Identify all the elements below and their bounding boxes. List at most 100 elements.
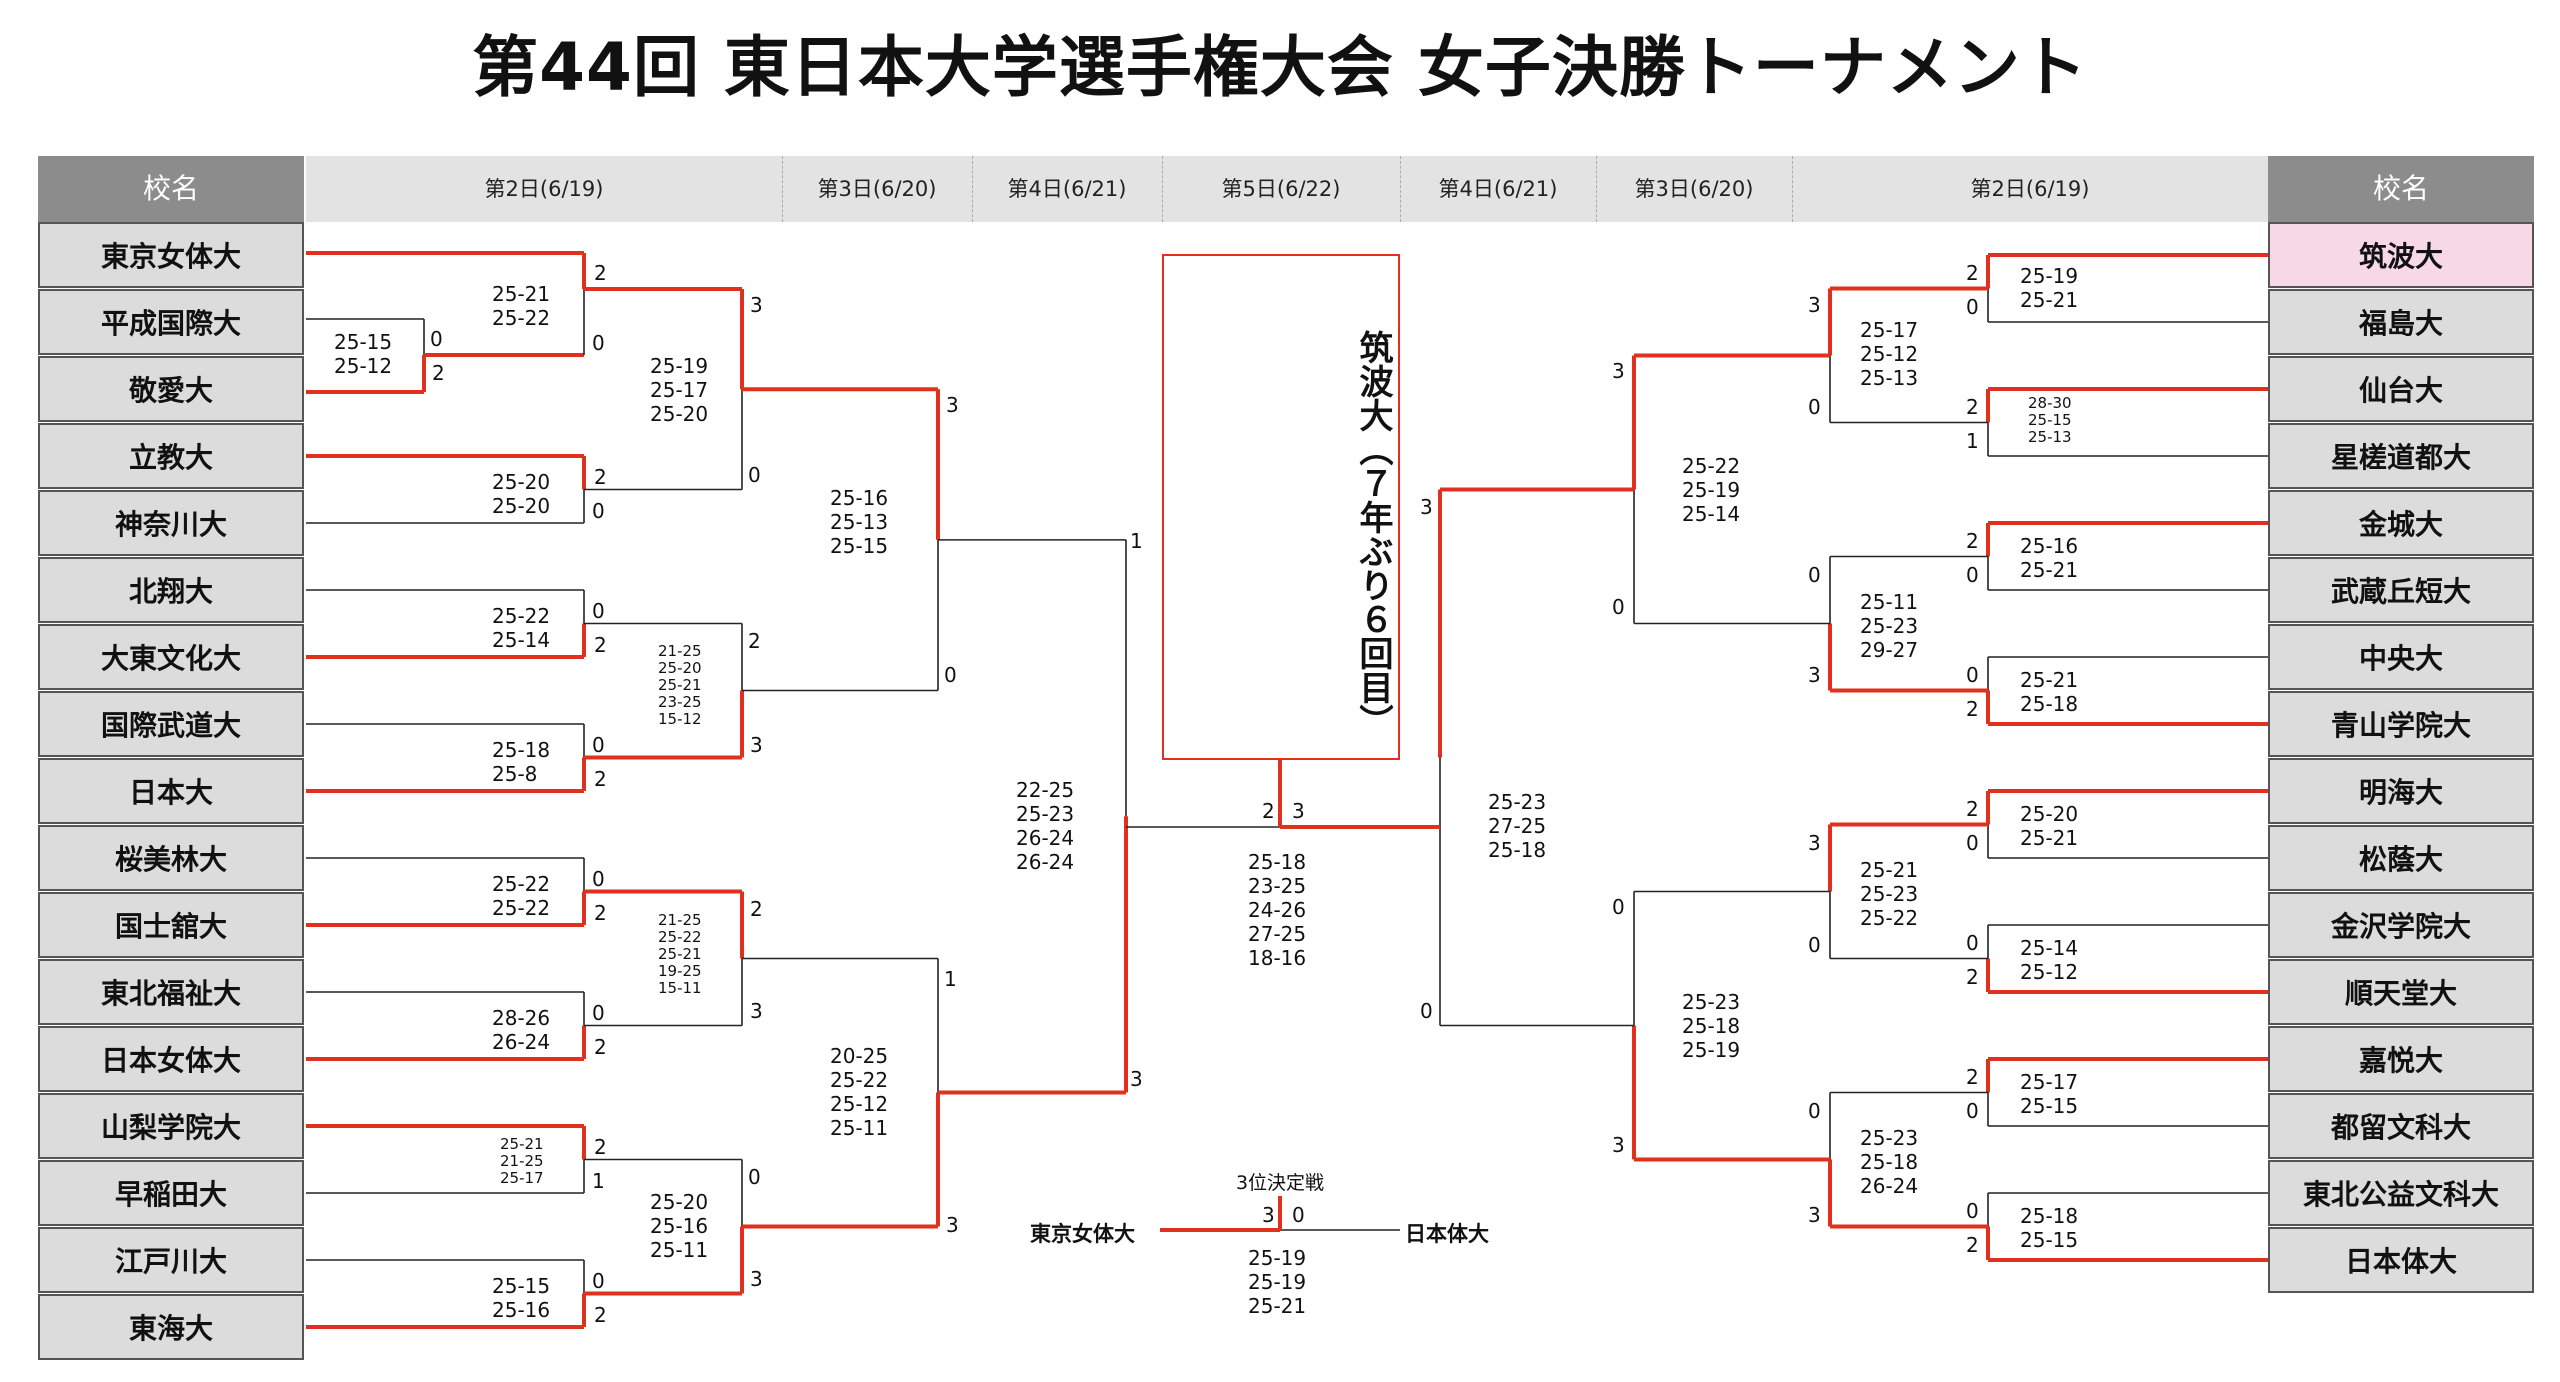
right-team-15: 日本体大 — [2268, 1227, 2534, 1293]
sets-won-35: 1 — [1966, 429, 1979, 453]
sets-won-21: 3 — [750, 733, 763, 757]
sets-won-60: 3 — [1420, 495, 1433, 519]
third-place-right-team: 日本体大 — [1405, 1222, 1489, 1246]
right-team-3: 星槎道都大 — [2268, 423, 2534, 489]
sets-won-6: 0 — [592, 599, 605, 623]
right-team-13: 都留文科大 — [2268, 1093, 2534, 1159]
sets-won-54: 0 — [1808, 1099, 1821, 1123]
score-r-f: 25-23 27-25 25-18 — [1488, 790, 1547, 862]
sets-won-61: 0 — [1420, 999, 1433, 1023]
right-team-9: 松蔭大 — [2268, 825, 2534, 891]
sets-won-62: 2 — [1262, 799, 1275, 823]
left-team-11: 東北福祉大 — [38, 959, 304, 1025]
score-r-s2: 25-23 25-18 25-19 — [1682, 990, 1741, 1062]
score-r-m6: 25-14 25-12 — [2020, 936, 2079, 984]
score-r-q4: 25-23 25-18 26-24 — [1860, 1126, 1919, 1198]
right-team-8: 明海大 — [2268, 758, 2534, 824]
champion-box: 筑波大（７年ぶり６回目） — [1162, 254, 1400, 760]
sets-won-38: 0 — [1966, 663, 1979, 687]
left-team-13: 山梨学院大 — [38, 1093, 304, 1159]
sets-won-9: 2 — [594, 767, 607, 791]
sets-won-1: 2 — [432, 361, 445, 385]
right-team-2: 仙台大 — [2268, 356, 2534, 422]
sets-won-57: 0 — [1612, 595, 1625, 619]
day-right-3: 第3日(6/20) — [1634, 177, 1754, 201]
score-l-q3: 21-25 25-22 25-21 19-25 15-11 — [658, 911, 702, 997]
third-place-scores: 25-19 25-19 25-21 — [1248, 1246, 1307, 1318]
sets-won-56: 3 — [1612, 359, 1625, 383]
score-l-m2: 25-20 25-20 — [492, 470, 551, 518]
sets-won-29: 3 — [946, 1213, 959, 1237]
sets-won-10: 0 — [592, 867, 605, 891]
left-team-4: 神奈川大 — [38, 490, 304, 556]
score-r-m2: 28-30 25-15 25-13 — [2028, 394, 2072, 446]
sets-won-53: 0 — [1808, 933, 1821, 957]
sets-won-18: 3 — [750, 293, 763, 317]
sets-won-16: 0 — [592, 1269, 605, 1293]
score-r-q1: 25-17 25-12 25-13 — [1860, 318, 1919, 390]
sets-won-48: 3 — [1808, 293, 1821, 317]
score-l-m6: 28-26 26-24 — [492, 1006, 551, 1054]
right-team-5: 武蔵丘短大 — [2268, 557, 2534, 623]
sets-won-52: 3 — [1808, 831, 1821, 855]
score-l-m7: 25-21 21-25 25-17 — [500, 1135, 544, 1187]
score-r-q2: 25-11 25-23 29-27 — [1860, 590, 1919, 662]
sets-won-5: 0 — [592, 499, 605, 523]
sets-won-15: 1 — [592, 1169, 605, 1193]
sets-won-23: 3 — [750, 999, 763, 1023]
sets-won-37: 0 — [1966, 563, 1979, 587]
sets-won-11: 2 — [594, 901, 607, 925]
score-l-pre: 25-15 25-12 — [334, 330, 393, 378]
score-r-m5: 25-20 25-21 — [2020, 802, 2079, 850]
sets-won-39: 2 — [1966, 697, 1979, 721]
left-column-header: 校名 — [38, 156, 304, 222]
left-team-10: 国士舘大 — [38, 892, 304, 958]
sets-won-27: 0 — [944, 663, 957, 687]
sets-won-0: 0 — [430, 327, 443, 351]
day-left-2: 第2日(6/19) — [484, 177, 604, 201]
left-team-5: 北翔大 — [38, 557, 304, 623]
score-r-m7: 25-17 25-15 — [2020, 1070, 2079, 1118]
score-l-q2: 21-25 25-20 25-21 23-25 15-12 — [658, 642, 702, 728]
sets-won-17: 2 — [594, 1303, 607, 1327]
score-l-m8: 25-15 25-16 — [492, 1274, 551, 1322]
sets-won-32: 2 — [1966, 261, 1979, 285]
sets-won-19: 0 — [748, 463, 761, 487]
sets-won-63: 3 — [1292, 799, 1305, 823]
sets-won-20: 2 — [748, 629, 761, 653]
third-place-title: 3位決定戦 — [1235, 1172, 1325, 1194]
score-l-q1: 25-19 25-17 25-20 — [650, 354, 709, 426]
left-team-15: 江戸川大 — [38, 1227, 304, 1293]
sets-won-50: 0 — [1808, 563, 1821, 587]
left-team-14: 早稲田大 — [38, 1160, 304, 1226]
sets-won-55: 3 — [1808, 1203, 1821, 1227]
score-l-m5: 25-22 25-22 — [492, 872, 551, 920]
left-team-7: 国際武道大 — [38, 691, 304, 757]
score-r-s1: 25-22 25-19 25-14 — [1682, 454, 1741, 526]
sets-won-49: 0 — [1808, 395, 1821, 419]
right-team-0: 筑波大 — [2268, 222, 2534, 288]
sets-won-45: 0 — [1966, 1099, 1979, 1123]
day-left-4: 第4日(6/21) — [1007, 177, 1127, 201]
sets-won-59: 3 — [1612, 1133, 1625, 1157]
left-team-0: 東京女体大 — [38, 222, 304, 288]
sets-won-25: 3 — [750, 1267, 763, 1291]
score-r-m4: 25-21 25-18 — [2020, 668, 2079, 716]
left-team-8: 日本大 — [38, 758, 304, 824]
right-team-10: 金沢学院大 — [2268, 892, 2534, 958]
score-l-s2: 20-25 25-22 25-12 25-11 — [830, 1044, 889, 1140]
third-place-left-team: 東京女体大 — [1030, 1222, 1135, 1246]
sets-won-34: 2 — [1966, 395, 1979, 419]
day-left-3: 第3日(6/20) — [817, 177, 937, 201]
left-team-3: 立教大 — [38, 423, 304, 489]
score-r-q3: 25-21 25-23 25-22 — [1860, 858, 1919, 930]
right-team-12: 嘉悦大 — [2268, 1026, 2534, 1092]
score-l-s1: 25-16 25-13 25-15 — [830, 486, 889, 558]
sets-won-46: 0 — [1966, 1199, 1979, 1223]
left-team-12: 日本女体大 — [38, 1026, 304, 1092]
day-center-5: 第5日(6/22) — [1221, 177, 1341, 201]
score-r-m8: 25-18 25-15 — [2020, 1204, 2079, 1252]
sets-won-14: 2 — [594, 1135, 607, 1159]
page-title: 第44回 東日本大学選手権大会 女子決勝トーナメント — [472, 29, 2088, 106]
left-team-16: 東海大 — [38, 1294, 304, 1360]
